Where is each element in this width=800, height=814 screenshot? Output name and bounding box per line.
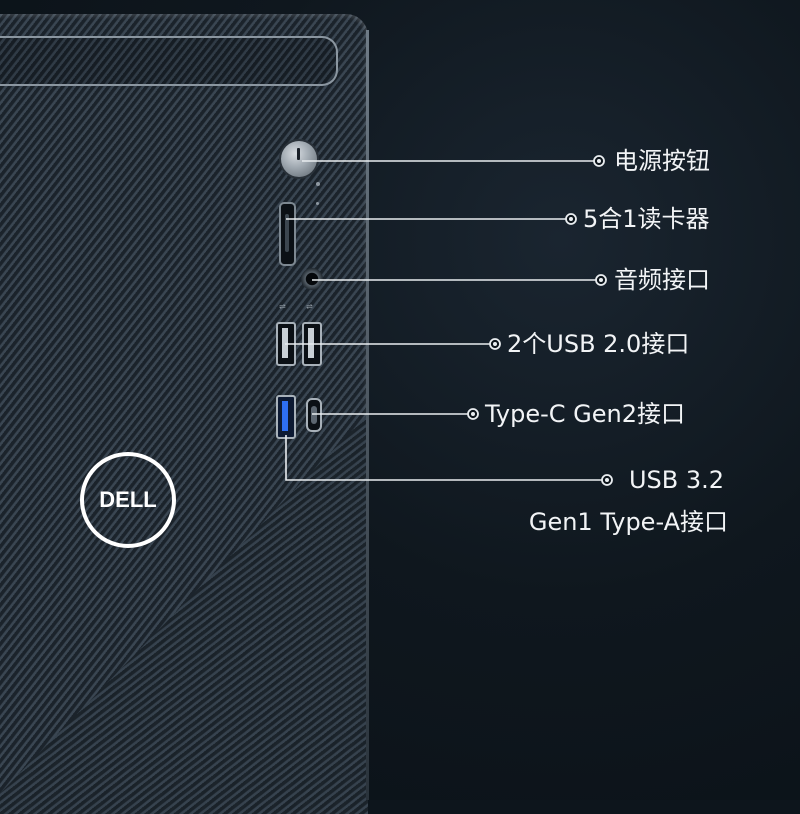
usb-c-port-icon <box>306 398 322 432</box>
label-card-reader: 5合1读卡器 <box>583 205 710 233</box>
sd-card-slot-icon <box>279 202 296 266</box>
label-usb3-line1: USB 3.2 <box>628 466 724 494</box>
tower-edge-highlight <box>366 30 369 800</box>
callout-line-usb3 <box>285 435 602 481</box>
callout-dot-center <box>605 478 609 482</box>
power-button-icon <box>281 141 317 177</box>
power-led-icon <box>316 182 320 186</box>
callout-dot-center <box>569 217 573 221</box>
drive-led-icon <box>316 202 319 205</box>
callout-dot-center <box>597 159 601 163</box>
usb-symbol-icon: ⇌ <box>306 302 313 311</box>
label-power-button: 电源按钮 <box>614 147 710 175</box>
label-usb2-ports: 2个USB 2.0接口 <box>507 330 690 358</box>
label-audio-port: 音频接口 <box>614 266 710 294</box>
label-usb3-line2: Gen1 Type-A接口 <box>528 508 728 536</box>
callout-dot-center <box>493 342 497 346</box>
callout-dot-center <box>471 412 475 416</box>
usb-symbol-icon: ⇌ <box>279 302 286 311</box>
audio-jack-icon <box>301 268 323 290</box>
callout-dot-center <box>599 278 603 282</box>
label-typec-port: Type-C Gen2接口 <box>485 400 686 428</box>
dell-logo: DELL <box>80 452 176 548</box>
optical-drive-bay <box>0 36 338 86</box>
dell-logo-text: DELL <box>99 487 157 512</box>
